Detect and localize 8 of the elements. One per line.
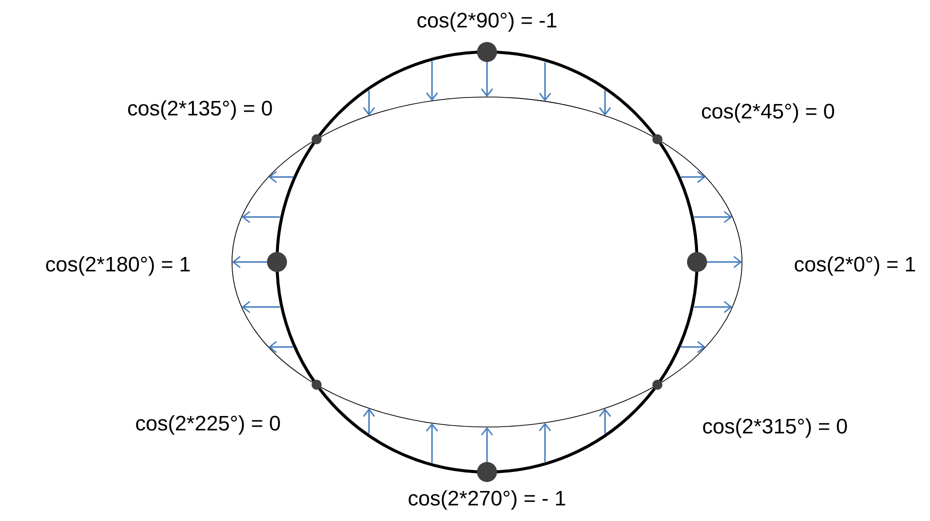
- angle-label: cos(2*45°) = 0: [702, 103, 834, 123]
- angle-label: cos(2*135°) = 0: [128, 100, 272, 120]
- angle-label: cos(2*270°) = - 1: [408, 490, 566, 510]
- angle-label: cos(2*225°) = 0: [136, 415, 280, 435]
- angle-label: cos(2*180°) = 1: [46, 256, 190, 276]
- angle-label: cos(2*315°) = 0: [703, 418, 847, 438]
- angle-label: cos(2*0°) = 1: [794, 256, 916, 276]
- angle-label: cos(2*90°) = -1: [417, 12, 556, 32]
